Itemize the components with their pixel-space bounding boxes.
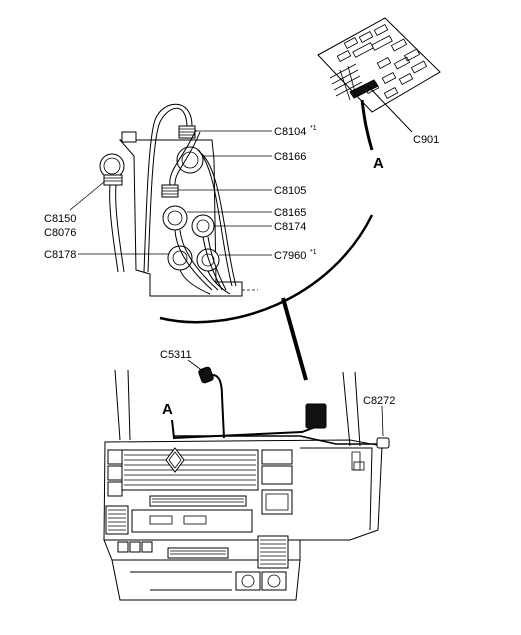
label-c8178: C8178 bbox=[44, 249, 76, 261]
label-c901: C901 bbox=[413, 134, 439, 146]
inset-pointer bbox=[281, 297, 308, 381]
label-c7960: C7960 bbox=[274, 250, 306, 262]
label-a-bottom: A bbox=[162, 401, 173, 418]
label-c8105: C8105 bbox=[274, 185, 306, 197]
label-c7960-note: *1 bbox=[310, 249, 317, 256]
label-c8272: C8272 bbox=[363, 395, 395, 407]
leader-c5311 bbox=[187, 359, 205, 373]
label-a-top: A bbox=[373, 155, 384, 172]
inset-arc bbox=[159, 214, 374, 324]
label-c8104: C8104 bbox=[274, 126, 306, 138]
label-c5311: C5311 bbox=[160, 349, 192, 361]
label-c8104-note: *1 bbox=[310, 125, 317, 132]
connector-block-inset bbox=[99, 103, 258, 297]
leader-c8272 bbox=[381, 405, 384, 437]
fuse-board-inset bbox=[317, 17, 441, 151]
label-c8076: C8076 bbox=[44, 227, 76, 239]
truck-front bbox=[103, 369, 383, 601]
label-c8165: C8165 bbox=[274, 207, 306, 219]
label-c8166: C8166 bbox=[274, 151, 306, 163]
label-c8174: C8174 bbox=[274, 221, 306, 233]
leader-c901 bbox=[367, 85, 413, 133]
label-c8150: C8150 bbox=[44, 213, 76, 225]
truck-harness bbox=[171, 366, 390, 449]
connector-leaders bbox=[69, 130, 272, 256]
